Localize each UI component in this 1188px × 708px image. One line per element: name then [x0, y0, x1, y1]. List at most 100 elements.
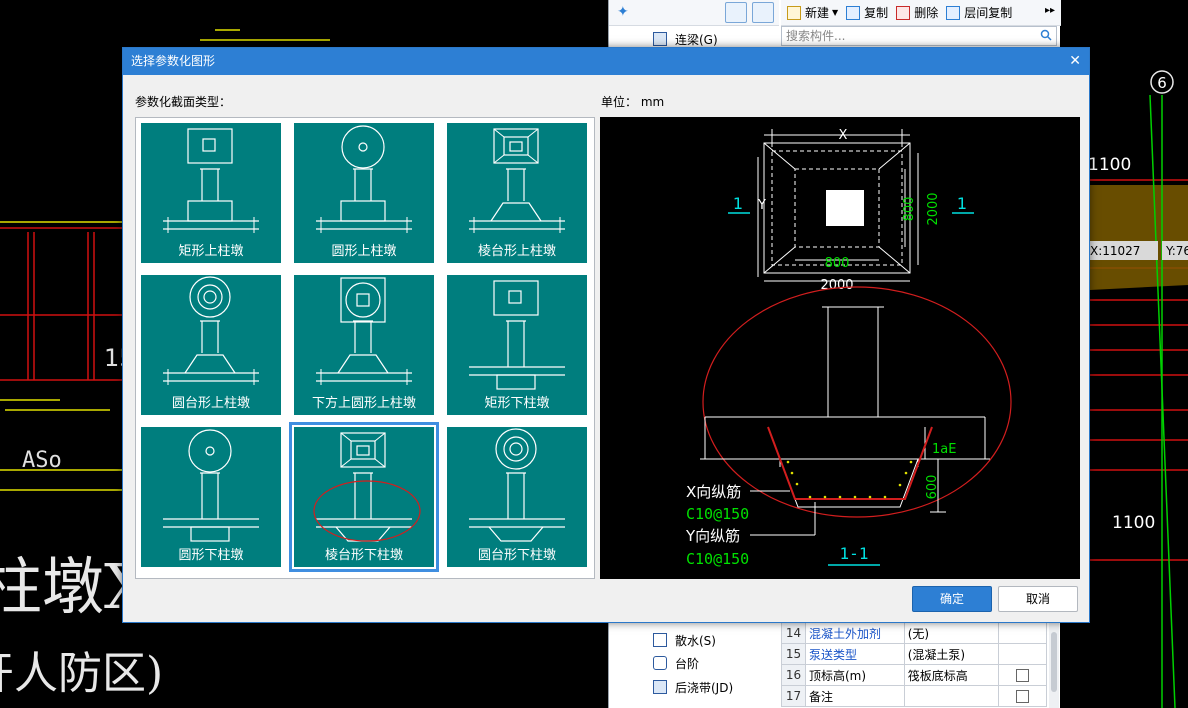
shape-tile-label: 矩形上柱墩: [178, 244, 244, 259]
plan-outer-dashed: [771, 150, 903, 266]
property-attribute-cell[interactable]: [998, 622, 1047, 644]
property-value[interactable]: [903, 685, 1000, 707]
search-icon[interactable]: [1040, 29, 1052, 41]
section-mark-right: 1: [957, 194, 967, 213]
shape-tile-diagram-icon: [313, 432, 421, 542]
shape-tile[interactable]: 下方上圆形上柱墩: [294, 275, 434, 415]
shape-tile-label: 下方上圆形上柱墩: [311, 396, 416, 411]
coord-y-readout: Y:76: [1165, 244, 1188, 258]
property-value[interactable]: 筏板底标高: [903, 664, 1000, 686]
tree-bottom-section: 散水(S) 台阶 后浇带(JD): [609, 622, 779, 708]
copy-button[interactable]: 复制: [846, 4, 888, 21]
new-icon: [787, 5, 801, 20]
post-pour-strip-icon: [653, 680, 667, 694]
tree-item-post-pour-strip[interactable]: 后浇带(JD): [653, 677, 733, 697]
dim-2000-horizontal: 2000: [820, 278, 853, 293]
axis-bubble-icon: [1150, 70, 1174, 94]
row-number: 15: [781, 643, 806, 665]
copy-icon: [846, 5, 861, 20]
dim-800-horizontal: 800: [825, 256, 850, 271]
cancel-button[interactable]: 取消: [998, 586, 1078, 612]
property-name: 混凝土外加剂: [804, 622, 905, 644]
attribute-checkbox[interactable]: [1016, 669, 1030, 682]
tree-item-label: 台阶: [675, 656, 700, 671]
dim-y-label: Y: [757, 198, 766, 213]
ok-button[interactable]: 确定: [912, 586, 992, 612]
new-label: 新建: [805, 6, 830, 20]
copy-label: 复制: [864, 6, 889, 20]
shape-tile-diagram-icon: [163, 429, 259, 542]
shape-tile[interactable]: 圆台形上柱墩: [141, 275, 281, 415]
dim-x-label: X: [839, 128, 848, 143]
dim-lae-label: 1aE: [932, 442, 956, 457]
sparkle-icon[interactable]: ✦: [617, 4, 629, 20]
apron-icon: [653, 633, 667, 647]
dim-label-1100-bottom: 1100: [1112, 513, 1155, 533]
cad-civil-text: 开人防区): [0, 648, 163, 699]
floor-copy-button[interactable]: 层间复制: [946, 4, 1012, 21]
property-value[interactable]: (混凝土泵): [903, 643, 1000, 665]
shape-tile[interactable]: 棱台形上柱墩: [447, 123, 587, 263]
shape-tile-diagram-icon: [316, 277, 412, 385]
tree-item-apron[interactable]: 散水(S): [653, 630, 716, 650]
shape-tile-diagram-icon: [316, 125, 412, 233]
more-icon[interactable]: ▸▸: [1044, 5, 1055, 16]
new-button[interactable]: 新建 ▼: [787, 4, 838, 21]
tree-item-label: 后浇带(JD): [675, 680, 734, 695]
shape-tile[interactable]: 圆形下柱墩: [141, 427, 281, 567]
delete-button[interactable]: 删除: [896, 4, 938, 21]
chevron-down-icon[interactable]: ▼: [832, 8, 839, 17]
rebar-outline: [767, 426, 933, 500]
coord-y-box: [1162, 241, 1188, 260]
shape-tile[interactable]: 圆形上柱墩: [294, 123, 434, 263]
tree-item-steps[interactable]: 台阶: [653, 653, 699, 673]
list-view-icon[interactable]: [725, 2, 747, 23]
shape-tile-label: 圆形下柱墩: [178, 548, 244, 563]
floor-copy-icon: [946, 5, 961, 20]
tree-item-label: 连梁(G): [675, 32, 718, 47]
property-attribute-cell[interactable]: [998, 643, 1047, 665]
plan-column: [826, 190, 864, 226]
delete-icon: [896, 5, 911, 20]
shape-tile-label: 棱台形下柱墩: [324, 548, 403, 563]
shape-tile-label: 棱台形上柱墩: [477, 244, 556, 259]
attribute-checkbox[interactable]: [1016, 690, 1030, 703]
property-scrollbar[interactable]: [1049, 622, 1059, 708]
section-highlight-ellipse: [702, 286, 1012, 518]
section-mark-left: 1: [733, 194, 743, 213]
unit-label: 单位： mm: [601, 95, 665, 109]
detail-view-icon[interactable]: [752, 2, 774, 23]
property-name: 备注: [804, 685, 905, 707]
search-input[interactable]: 搜索构件...: [781, 26, 1057, 46]
shape-tile[interactable]: 棱台形下柱墩: [289, 422, 439, 572]
row-number: 14: [781, 622, 806, 644]
dim-600-label: 600: [925, 475, 940, 500]
section-title: 1-1: [840, 544, 869, 563]
shape-tile-diagram-icon: [469, 428, 565, 542]
cad-red-lines: [0, 179, 1188, 561]
y-bar-value: C10@150: [686, 550, 749, 568]
shape-tile[interactable]: 矩形上柱墩: [141, 123, 281, 263]
steps-icon: [653, 656, 667, 670]
property-attribute-cell[interactable]: [998, 664, 1047, 686]
dim-label-1100-top: 1100: [1088, 155, 1131, 175]
dim-800-vertical: 800: [902, 197, 917, 222]
plan-inner-dashed: [794, 168, 880, 248]
property-value[interactable]: (无): [903, 622, 1000, 644]
axis-number: 6: [1157, 74, 1167, 92]
cad-yellow-lines: [0, 29, 330, 491]
plan-outer-solid: [763, 142, 911, 274]
row-number: 17: [781, 685, 806, 707]
tree-item-coupling-beam[interactable]: 连梁(G): [653, 29, 718, 49]
shape-tile[interactable]: 圆台形下柱墩: [447, 427, 587, 567]
property-attribute-cell[interactable]: [998, 685, 1047, 707]
select-parametric-shape-dialog: 选择参数化图形 ✕ 参数化截面类型： 单位： mm 矩形上柱墩圆形上柱墩棱台形上…: [122, 47, 1090, 623]
close-icon[interactable]: ✕: [1069, 53, 1081, 69]
shape-tile[interactable]: 矩形下柱墩: [447, 275, 587, 415]
scrollbar-thumb[interactable]: [1051, 632, 1057, 692]
